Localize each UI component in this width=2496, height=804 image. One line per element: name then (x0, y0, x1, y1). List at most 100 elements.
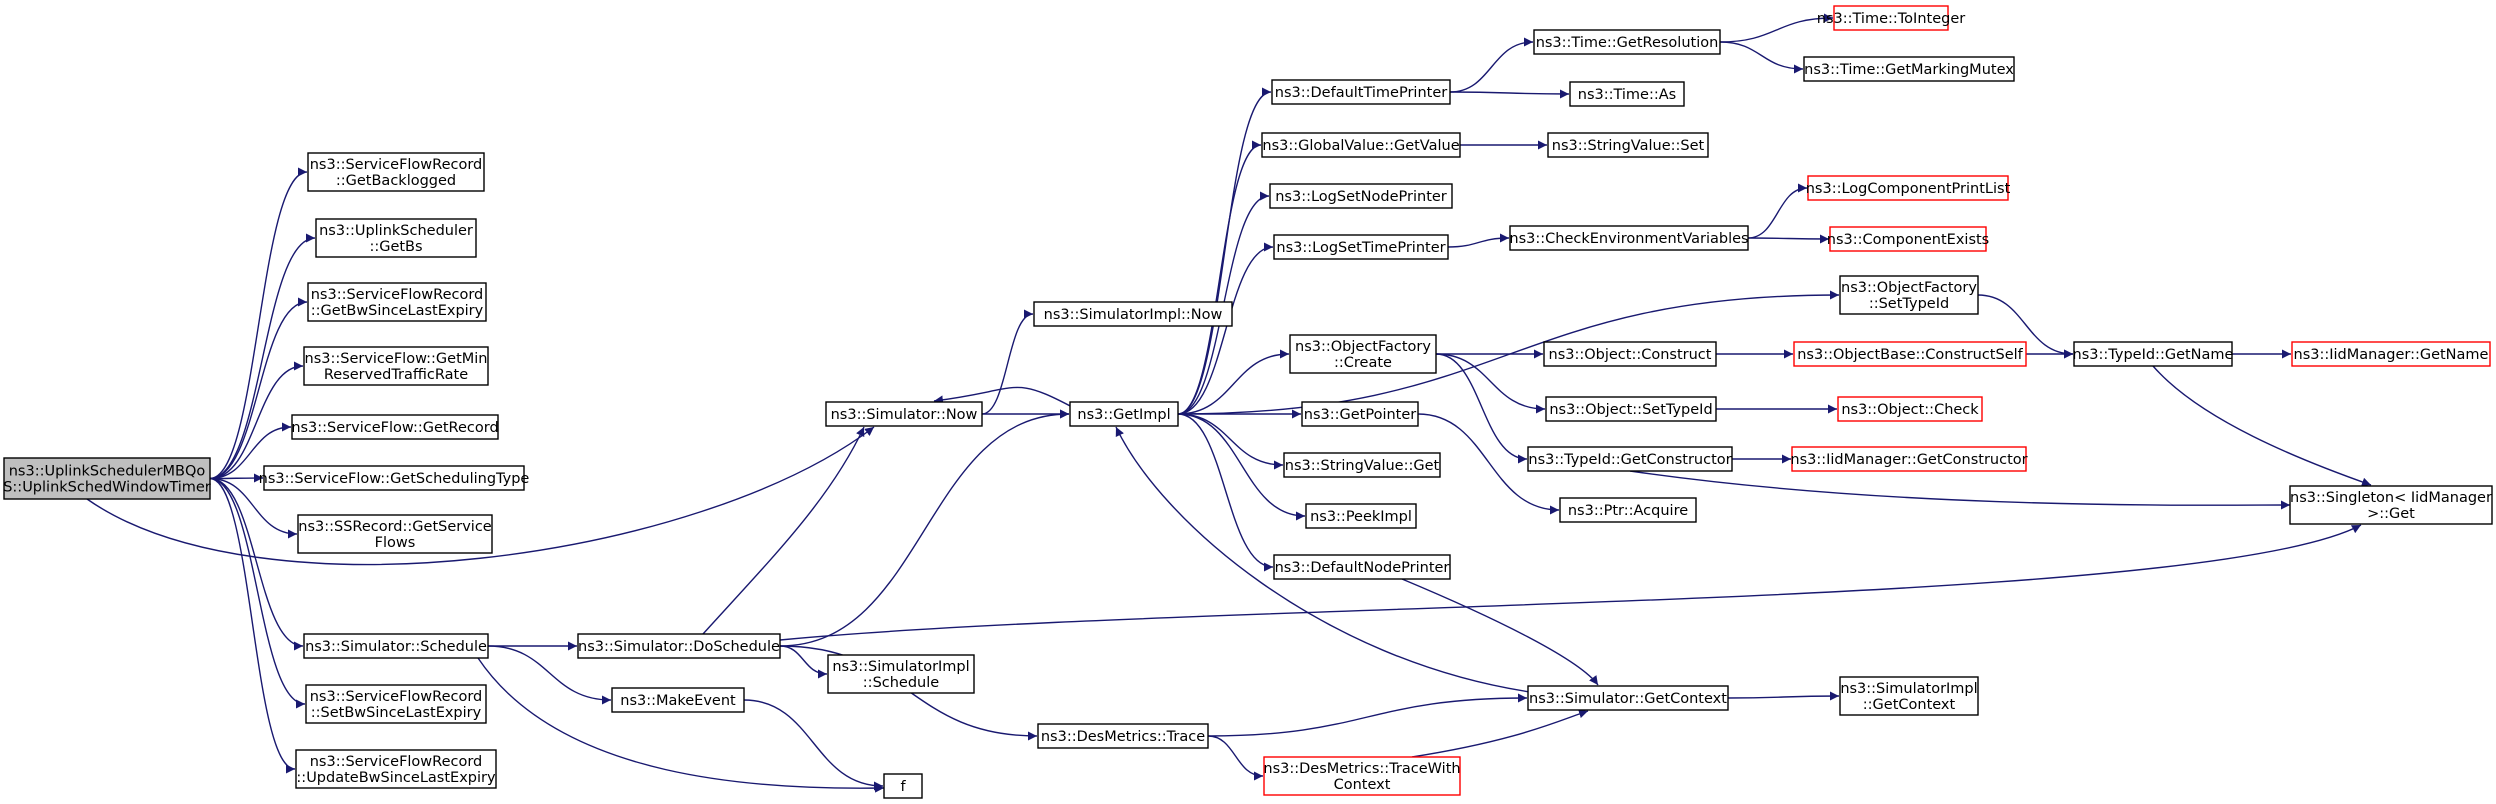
node-box (2291, 341, 2491, 367)
node-label: ns3::GetImpl (1077, 407, 1170, 423)
node-box (307, 152, 485, 192)
node-box (1301, 401, 1419, 427)
node-compExists[interactable]: ns3::ComponentExists (1827, 226, 1990, 252)
node-box (1569, 81, 1685, 107)
node-gvGetValue[interactable]: ns3::GlobalValue::GetValue (1261, 132, 1461, 158)
node-box (1289, 334, 1437, 374)
node-singletonGet[interactable]: ns3::Singleton< IidManager>::Get (2289, 485, 2493, 525)
call-edge-line (779, 645, 828, 679)
node-label: ns3::Simulator::Schedule (305, 639, 487, 655)
node-obConstructSelf[interactable]: ns3::ObjectBase::ConstructSelf (1793, 341, 2027, 367)
node-box (1833, 5, 1949, 31)
node-simImplGetCtx[interactable]: ns3::SimulatorImpl::GetContext (1839, 676, 1979, 716)
node-getImpl[interactable]: ns3::GetImpl (1069, 401, 1179, 427)
call-edge-line (743, 699, 884, 791)
node-label: ns3::ServiceFlowRecord (310, 157, 483, 173)
node-box (303, 346, 489, 386)
node-peekImpl[interactable]: ns3::PeekImpl (1305, 503, 1417, 529)
node-simGetCtx[interactable]: ns3::Simulator::GetContext (1527, 685, 1729, 711)
node-now[interactable]: ns3::Simulator::Now (825, 401, 983, 427)
node-box (883, 773, 923, 799)
call-edge-line (209, 297, 308, 480)
node-ptrAcquire[interactable]: ns3::Ptr::Acquire (1559, 497, 1697, 523)
node-label: ns3::LogComponentPrintList (1806, 181, 2011, 197)
node-setBwSince[interactable]: ns3::ServiceFlowRecord::SetBwSinceLastEx… (305, 684, 487, 724)
node-ofSetTypeId[interactable]: ns3::ObjectFactory::SetTypeId (1839, 275, 1979, 315)
call-edge-getPointer-to-ptrAcquire (1417, 413, 1560, 515)
node-timeAs[interactable]: ns3::Time::As (1569, 81, 1685, 107)
call-edge-line (1411, 709, 1589, 758)
node-f[interactable]: f (883, 773, 923, 799)
node-box (611, 687, 745, 713)
node-box (305, 684, 487, 724)
node-tidGetCtor[interactable]: ns3::TypeId::GetConstructor (1527, 446, 1733, 472)
node-schedule[interactable]: ns3::Simulator::Schedule (303, 633, 489, 659)
node-box (1791, 446, 2027, 472)
call-edge-root-to-setBwSince (209, 477, 306, 709)
node-getBwSince[interactable]: ns3::ServiceFlowRecord::GetBwSinceLastEx… (307, 282, 487, 322)
node-box (2073, 341, 2233, 367)
node-box (1829, 226, 1987, 252)
node-objConstruct[interactable]: ns3::Object::Construct (1543, 341, 1717, 367)
node-checkEnv[interactable]: ns3::CheckEnvironmentVariables (1509, 225, 1749, 251)
node-label: ns3::DefaultNodePrinter (1275, 560, 1450, 576)
node-desTrace[interactable]: ns3::DesMetrics::Trace (1037, 723, 1209, 749)
node-getRecord[interactable]: ns3::ServiceFlow::GetRecord (291, 414, 499, 440)
node-getSchedType[interactable]: ns3::ServiceFlow::GetSchedulingType (259, 465, 530, 491)
call-edge-checkEnv-to-compExists (1747, 234, 1830, 244)
node-svSet[interactable]: ns3::StringValue::Set (1547, 132, 1709, 158)
node-box (1527, 446, 1733, 472)
call-edge-getImpl-to-svGet (1177, 413, 1284, 470)
node-label: ns3::ServiceFlowRecord (310, 689, 483, 705)
node-simImplSchedule[interactable]: ns3::SimulatorImpl::Schedule (827, 654, 975, 694)
node-label: ns3::DefaultTimePrinter (1275, 85, 1447, 101)
node-timeGetRes[interactable]: ns3::Time::GetResolution (1533, 29, 1721, 55)
node-logSetNode[interactable]: ns3::LogSetNodePrinter (1269, 183, 1453, 209)
node-ofCreate[interactable]: ns3::ObjectFactory::Create (1289, 334, 1437, 374)
node-svGet[interactable]: ns3::StringValue::Get (1283, 452, 1441, 478)
node-box (1273, 234, 1449, 260)
node-root[interactable]: ns3::UplinkSchedulerMBQoS::UplinkSchedWi… (3, 457, 211, 500)
call-edge-line (1177, 87, 1272, 415)
node-getPointer[interactable]: ns3::GetPointer (1301, 401, 1419, 427)
call-edge-line (86, 426, 875, 566)
node-tidGetName[interactable]: ns3::TypeId::GetName (2073, 341, 2234, 367)
node-box (825, 401, 983, 427)
node-getBacklogged[interactable]: ns3::ServiceFlowRecord::GetBacklogged (307, 152, 485, 192)
node-box (1261, 132, 1461, 158)
node-iidGetCtor[interactable]: ns3::IidManager::GetConstructor (1790, 446, 2028, 472)
node-logSetTime[interactable]: ns3::LogSetTimePrinter (1273, 234, 1449, 260)
node-box (1793, 341, 2027, 367)
node-box (263, 465, 525, 491)
node-iidGetName[interactable]: ns3::IidManager::GetName (2291, 341, 2491, 367)
call-edge-line (1435, 353, 1546, 414)
call-edge-line (933, 386, 1075, 409)
node-logCompPrint[interactable]: ns3::LogComponentPrintList (1806, 175, 2011, 201)
node-box (297, 514, 493, 554)
node-timeGetMutex[interactable]: ns3::Time::GetMarkingMutex (1803, 56, 2015, 82)
node-getBs[interactable]: ns3::UplinkScheduler::GetBs (315, 218, 477, 258)
node-timeToInt[interactable]: ns3::Time::ToInteger (1817, 5, 1965, 31)
node-doSchedule[interactable]: ns3::Simulator::DoSchedule (577, 633, 781, 659)
node-defNodePrinter[interactable]: ns3::DefaultNodePrinter (1273, 554, 1451, 580)
node-box (2289, 485, 2493, 525)
call-edge-doSchedule-to-simImplSchedule (779, 645, 828, 679)
node-updateBwSince[interactable]: ns3::ServiceFlowRecord::UpdateBwSinceLas… (295, 749, 497, 789)
call-edge-now-to-simImplNow (981, 309, 1034, 415)
node-makeEvent[interactable]: ns3::MakeEvent (611, 687, 745, 713)
node-label: ns3::GetPointer (1304, 407, 1417, 423)
node-simImplNow[interactable]: ns3::SimulatorImpl::Now (1033, 301, 1233, 327)
node-objCheck[interactable]: ns3::Object::Check (1837, 396, 1983, 422)
call-edge-checkEnv-to-logCompPrint (1747, 183, 1808, 239)
node-box (1069, 401, 1179, 427)
node-label: ns3::ServiceFlow::GetRecord (291, 420, 498, 436)
node-getMinRes[interactable]: ns3::ServiceFlow::GetMinReservedTrafficR… (303, 346, 489, 386)
call-edge-timeGetRes-to-timeGetMutex (1719, 41, 1804, 74)
node-objSetTypeId[interactable]: ns3::Object::SetTypeId (1545, 396, 1717, 422)
node-box (1305, 503, 1417, 529)
node-defTimePrinter[interactable]: ns3::DefaultTimePrinter (1271, 79, 1451, 105)
node-box (315, 218, 477, 258)
call-edge-line (209, 477, 296, 774)
